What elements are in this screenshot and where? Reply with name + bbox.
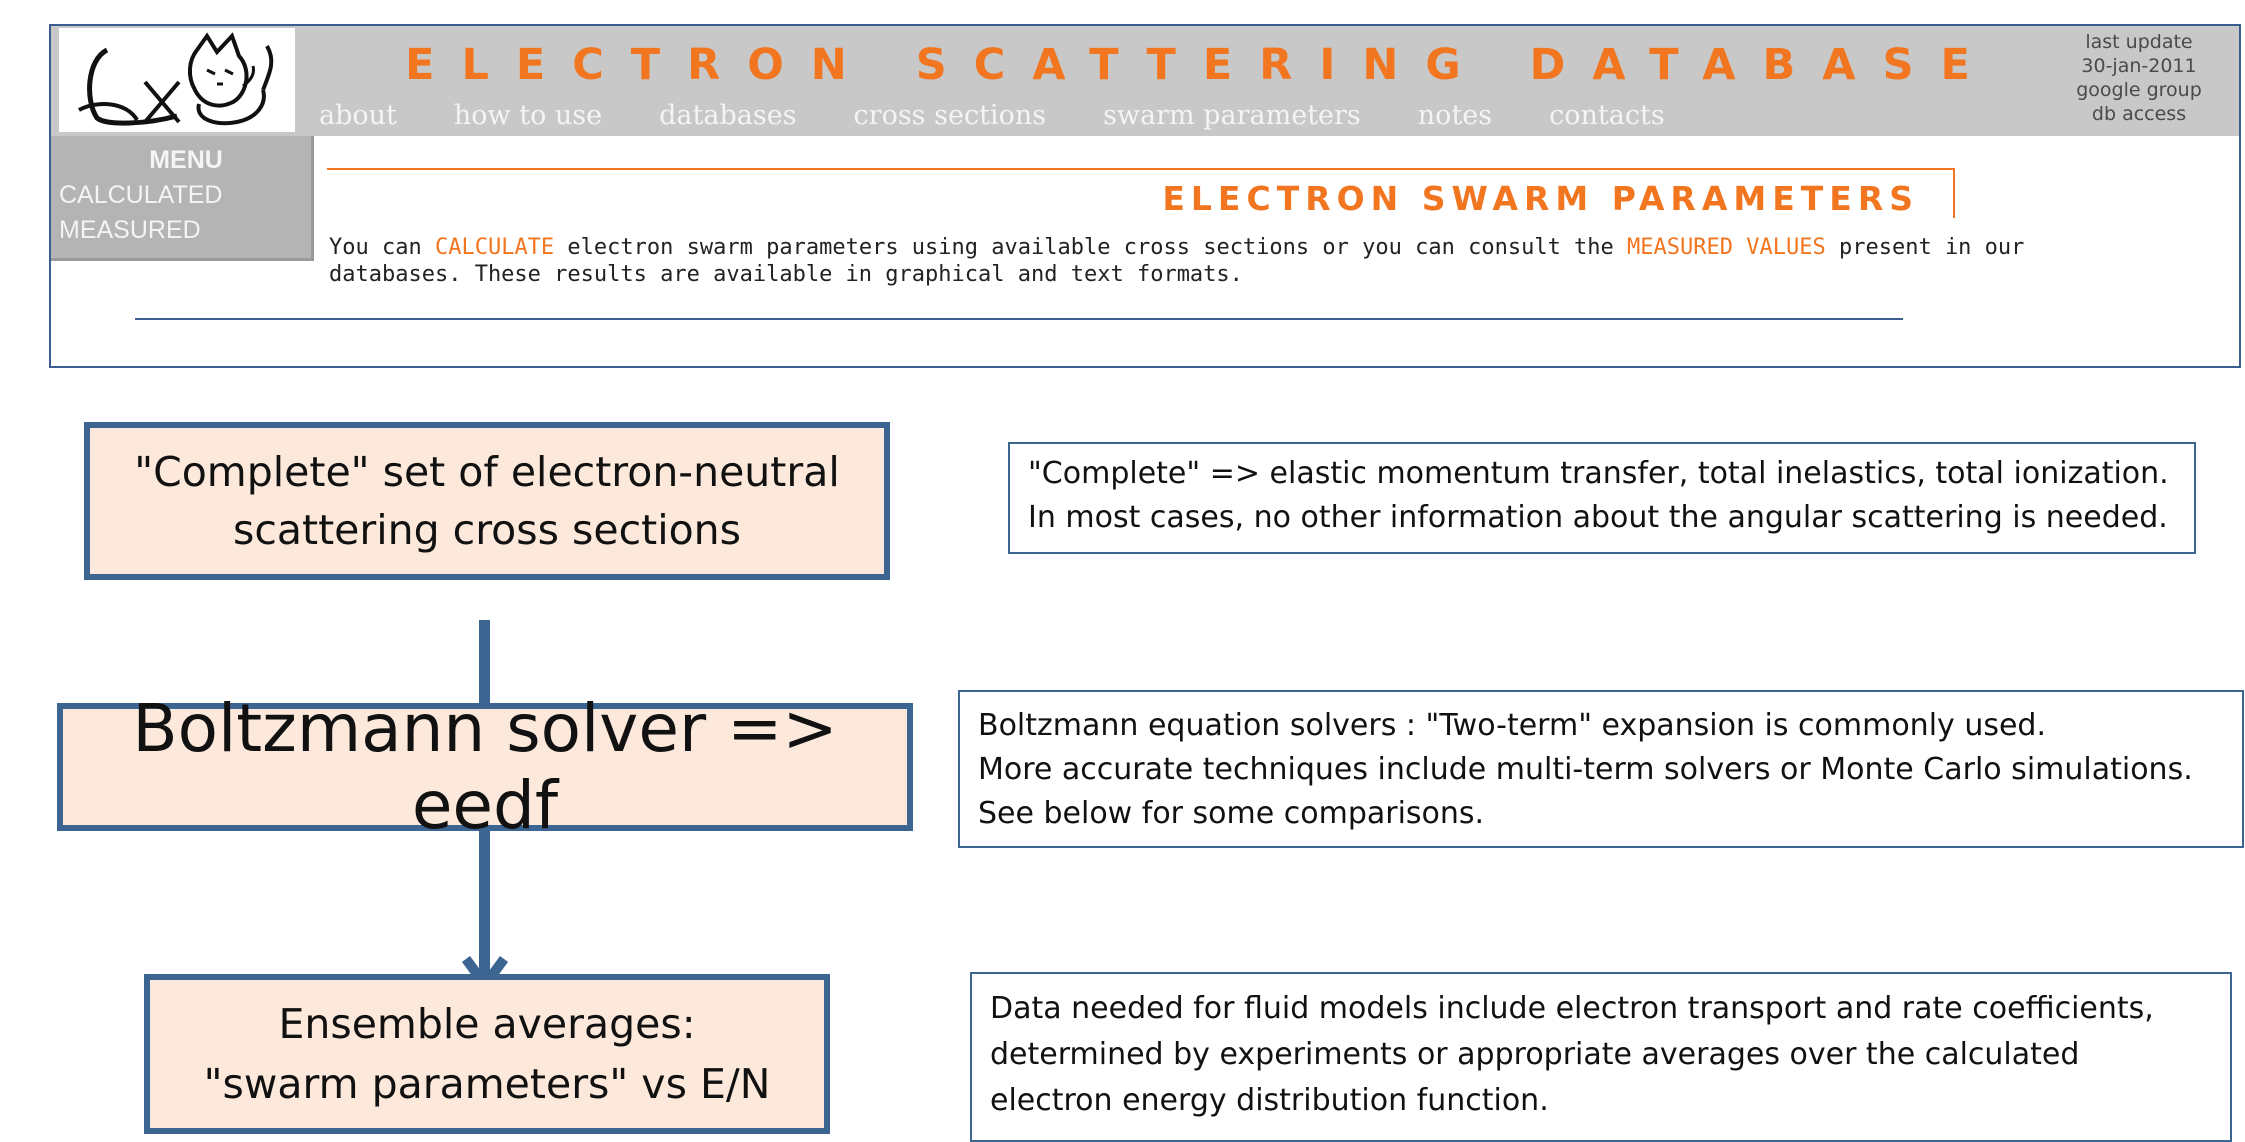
- calculate-link[interactable]: CALCULATE: [434, 235, 555, 260]
- note-boltzmann-line-3: See below for some comparisons.: [978, 796, 1485, 831]
- note-boltzmann-line-2: More accurate techniques include multi-t…: [978, 752, 2193, 787]
- note-complete-line-2: In most cases, no other information abou…: [1028, 500, 2168, 535]
- ensemble-averages-box: Ensemble averages: "swarm parameters" vs…: [144, 974, 830, 1134]
- connector-1-2: [479, 620, 490, 710]
- cross-sections-box-text: "Complete" set of electron-neutral scatt…: [134, 448, 840, 554]
- note-complete-set: "Complete" => elastic momentum transfer,…: [1008, 442, 2196, 554]
- google-group-link[interactable]: google group: [2076, 79, 2202, 101]
- last-update-date: 30-jan-2011: [2081, 55, 2197, 77]
- cross-sections-box: "Complete" set of electron-neutral scatt…: [84, 422, 890, 580]
- nav-how-to-use[interactable]: how to use: [453, 100, 603, 131]
- menu-item-measured[interactable]: MEASURED: [59, 216, 201, 244]
- nav-swarm-parameters[interactable]: swarm parameters: [1103, 100, 1361, 131]
- ensemble-averages-line-1: Ensemble averages:: [278, 1000, 696, 1048]
- db-access-link[interactable]: db access: [2091, 103, 2187, 125]
- note-complete-line-1: "Complete" => elastic momentum transfer,…: [1028, 456, 2169, 491]
- intro-text-part-3: present in our databases. These results …: [329, 235, 2025, 287]
- intro-text-part-1: You can: [329, 235, 435, 260]
- boltzmann-solver-box-text: Boltzmann solver => eedf: [132, 690, 838, 844]
- page-title-rule-vertical: [1953, 168, 1955, 218]
- nav-contacts[interactable]: contacts: [1549, 100, 1665, 131]
- nav-about[interactable]: about: [319, 100, 397, 131]
- ensemble-averages-line-2: "swarm parameters" vs E/N: [203, 1060, 771, 1108]
- page-title: ELECTRON SWARM PARAMETERS: [1162, 179, 1919, 218]
- note-boltzmann-solvers: Boltzmann equation solvers : "Two-term" …: [958, 690, 2244, 848]
- nav-databases[interactable]: databases: [659, 100, 797, 131]
- lxcat-cat-logo-icon: [78, 32, 274, 126]
- intro-text: You can CALCULATE electron swarm paramet…: [329, 234, 2069, 288]
- measured-values-link[interactable]: MEASURED VALUES: [1627, 235, 1826, 260]
- site-title: ELECTRON SCATTERING DATABASE: [405, 40, 1997, 90]
- page-title-rule: [327, 168, 1955, 170]
- site-meta: last update 30-jan-2011 google group db …: [2049, 30, 2229, 126]
- site-header-bar: ELECTRON SCATTERING DATABASE about how t…: [51, 26, 2239, 136]
- note-fluid-line-1: Data needed for fluid models include ele…: [990, 991, 2154, 1026]
- side-menu: MENU CALCULATED MEASURED: [51, 136, 314, 261]
- website-screenshot: ELECTRON SCATTERING DATABASE about how t…: [49, 24, 2241, 368]
- menu-heading: MENU: [149, 146, 223, 174]
- note-fluid-line-3: electron energy distribution function.: [990, 1083, 1549, 1118]
- content-divider: [135, 318, 1903, 320]
- site-nav: about how to use databases cross section…: [319, 100, 1722, 131]
- menu-item-calculated[interactable]: CALCULATED: [59, 181, 223, 209]
- note-fluid-line-2: determined by experiments or appropriate…: [990, 1037, 2080, 1072]
- boltzmann-solver-box: Boltzmann solver => eedf: [57, 690, 913, 844]
- lxcat-logo[interactable]: [59, 28, 295, 132]
- nav-notes[interactable]: notes: [1417, 100, 1493, 131]
- last-update-label: last update: [2085, 31, 2193, 53]
- intro-text-part-2: electron swarm parameters using availabl…: [554, 235, 1628, 260]
- note-boltzmann-line-1: Boltzmann equation solvers : "Two-term" …: [978, 708, 2047, 743]
- connector-2-3: [479, 828, 490, 980]
- nav-cross-sections[interactable]: cross sections: [853, 100, 1047, 131]
- note-fluid-models: Data needed for fluid models include ele…: [970, 972, 2232, 1142]
